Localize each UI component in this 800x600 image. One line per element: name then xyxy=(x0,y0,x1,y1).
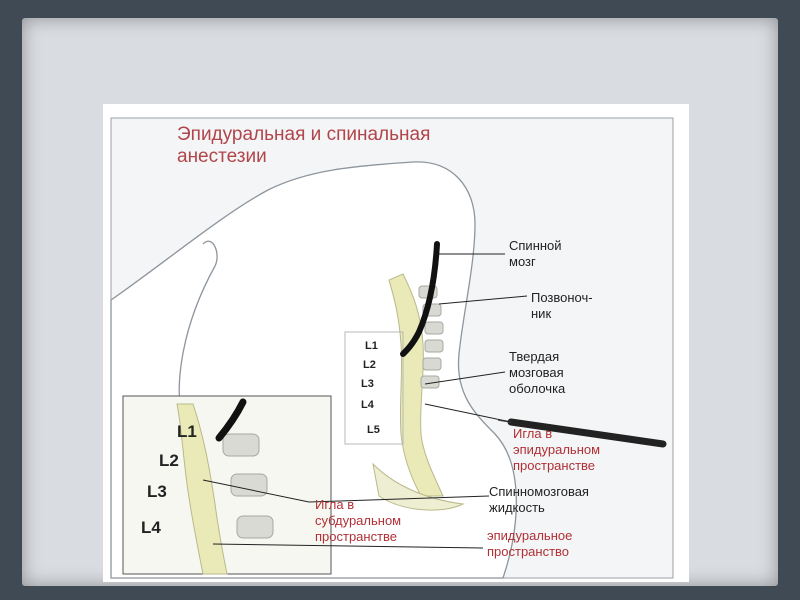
label-dura-1: Твердая xyxy=(509,349,560,364)
diagram-title-line1: Эпидуральная и спинальная xyxy=(177,124,431,145)
lumbar-box xyxy=(344,331,404,445)
label-spinal-cord-1: Спинной xyxy=(509,238,562,253)
leader-lines xyxy=(202,253,528,549)
pelvis xyxy=(372,462,465,511)
label-needle-epidural-3: пространстве xyxy=(513,458,596,473)
inset-vertebra-label-l2: L2 xyxy=(159,451,179,470)
label-epidural-space-1: эпидуральное xyxy=(487,528,573,543)
label-spinal-cord-2: мозг xyxy=(509,254,536,269)
label-spine-1: Позвоноч- xyxy=(531,290,593,305)
label-needle-subdural-1: Игла в xyxy=(315,497,355,512)
label-spine-2: ник xyxy=(531,306,552,321)
epidural-needle xyxy=(507,418,667,448)
inset-vertebra-label-l1: L1 xyxy=(177,422,197,441)
inset-spinal-cord xyxy=(215,398,247,442)
vertebra-label-l3: L3 xyxy=(361,378,374,390)
vertebra-label-l5: L5 xyxy=(367,424,380,436)
vertebra-label-l2: L2 xyxy=(363,359,376,371)
label-needle-epidural-2: эпидуральном xyxy=(513,442,601,457)
label-needle-subdural-2: субдуральном xyxy=(315,513,402,528)
anesthesia-diagram: Эпидуральная и спинальная анестезии L1 L… xyxy=(103,104,689,582)
label-csf-2: жидкость xyxy=(489,500,545,515)
belly-outline xyxy=(178,240,218,425)
vertebra-label-l4: L4 xyxy=(361,399,374,411)
inset-vertebra-label-l3: L3 xyxy=(147,482,167,501)
vertebra-label-l1: L1 xyxy=(365,340,378,352)
diagram-title-line2: анестезии xyxy=(177,146,267,167)
label-epidural-space-2: пространство xyxy=(487,544,570,559)
label-dura-3: оболочка xyxy=(509,381,566,396)
inset-vertebrae xyxy=(222,433,274,539)
label-dura-2: мозговая xyxy=(509,365,564,380)
inset-spine xyxy=(176,403,228,575)
label-csf-1: Спинномозговая xyxy=(489,484,589,499)
label-needle-epidural-1: Игла в xyxy=(513,426,553,441)
label-needle-subdural-3: пространстве xyxy=(315,529,398,544)
inset-vertebra-label-l4: L4 xyxy=(141,518,161,537)
diagram-graphics xyxy=(110,117,674,579)
spinal-cord xyxy=(400,241,440,357)
